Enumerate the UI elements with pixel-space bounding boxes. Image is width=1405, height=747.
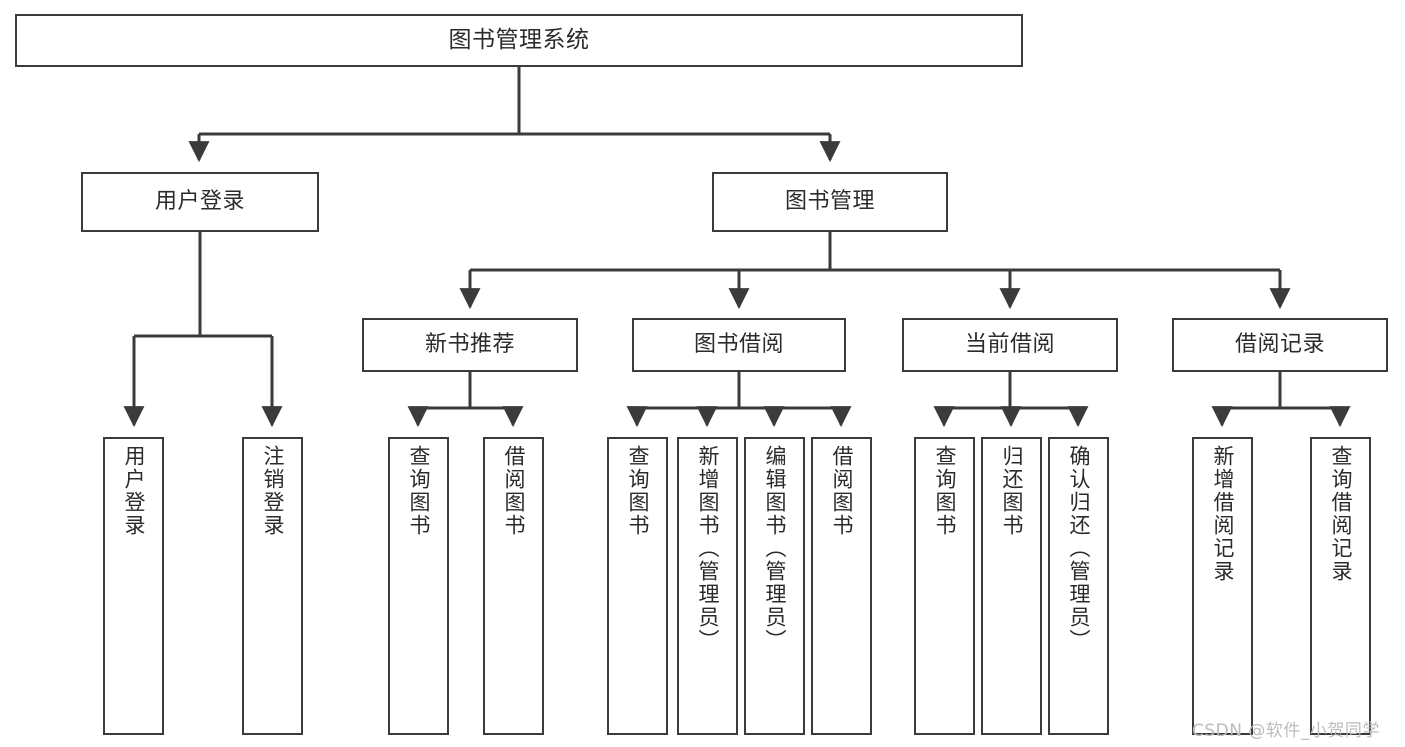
node-label: 新书推荐	[424, 331, 515, 357]
node-label: 图书管理系统	[448, 26, 590, 53]
node-label: 查询图书	[406, 445, 431, 537]
node-leaf-borrow-book[interactable]: 借阅图书	[811, 437, 872, 735]
node-leaf-query-borrow-record[interactable]: 查询借阅记录	[1310, 437, 1371, 735]
node-leaf-add-book-admin[interactable]: 新增图书（管理员）	[677, 437, 738, 735]
node-current-borrow[interactable]: 当前借阅	[902, 318, 1118, 372]
node-new-book-recommend[interactable]: 新书推荐	[362, 318, 578, 372]
node-label: 借阅记录	[1234, 331, 1325, 357]
node-book-management[interactable]: 图书管理	[712, 172, 948, 232]
node-root-book-management-system[interactable]: 图书管理系统	[15, 14, 1023, 67]
node-user-login[interactable]: 用户登录	[81, 172, 319, 232]
node-borrow-record[interactable]: 借阅记录	[1172, 318, 1388, 372]
node-label: 确认归还（管理员）	[1066, 445, 1091, 652]
node-label: 查询借阅记录	[1328, 445, 1353, 583]
node-label: 新增借阅记录	[1210, 445, 1235, 583]
node-leaf-query-book-borrow[interactable]: 查询图书	[607, 437, 668, 735]
node-leaf-edit-book-admin[interactable]: 编辑图书（管理员）	[744, 437, 805, 735]
node-label: 用户登录	[154, 188, 245, 214]
node-leaf-user-login[interactable]: 用户登录	[103, 437, 164, 735]
node-leaf-query-book-recommend[interactable]: 查询图书	[388, 437, 449, 735]
node-label: 查询图书	[625, 445, 650, 537]
node-label: 注销登录	[260, 445, 285, 537]
node-leaf-query-book-current[interactable]: 查询图书	[914, 437, 975, 735]
node-leaf-confirm-return-admin[interactable]: 确认归还（管理员）	[1048, 437, 1109, 735]
node-label: 借阅图书	[501, 445, 526, 537]
node-label: 当前借阅	[964, 331, 1055, 357]
node-leaf-return-book[interactable]: 归还图书	[981, 437, 1042, 735]
node-label: 新增图书（管理员）	[695, 445, 720, 652]
node-label: 编辑图书（管理员）	[762, 445, 787, 652]
node-label: 借阅图书	[829, 445, 854, 537]
node-leaf-add-borrow-record[interactable]: 新增借阅记录	[1192, 437, 1253, 735]
node-label: 归还图书	[999, 445, 1024, 537]
node-label: 图书借阅	[693, 331, 784, 357]
node-leaf-borrow-book-recommend[interactable]: 借阅图书	[483, 437, 544, 735]
csdn-watermark: CSDN @软件_小贺同学	[1192, 721, 1380, 741]
node-label: 查询图书	[932, 445, 957, 537]
node-book-borrow[interactable]: 图书借阅	[632, 318, 846, 372]
node-label: 用户登录	[121, 445, 146, 537]
node-leaf-logout[interactable]: 注销登录	[242, 437, 303, 735]
node-label: 图书管理	[784, 188, 875, 214]
